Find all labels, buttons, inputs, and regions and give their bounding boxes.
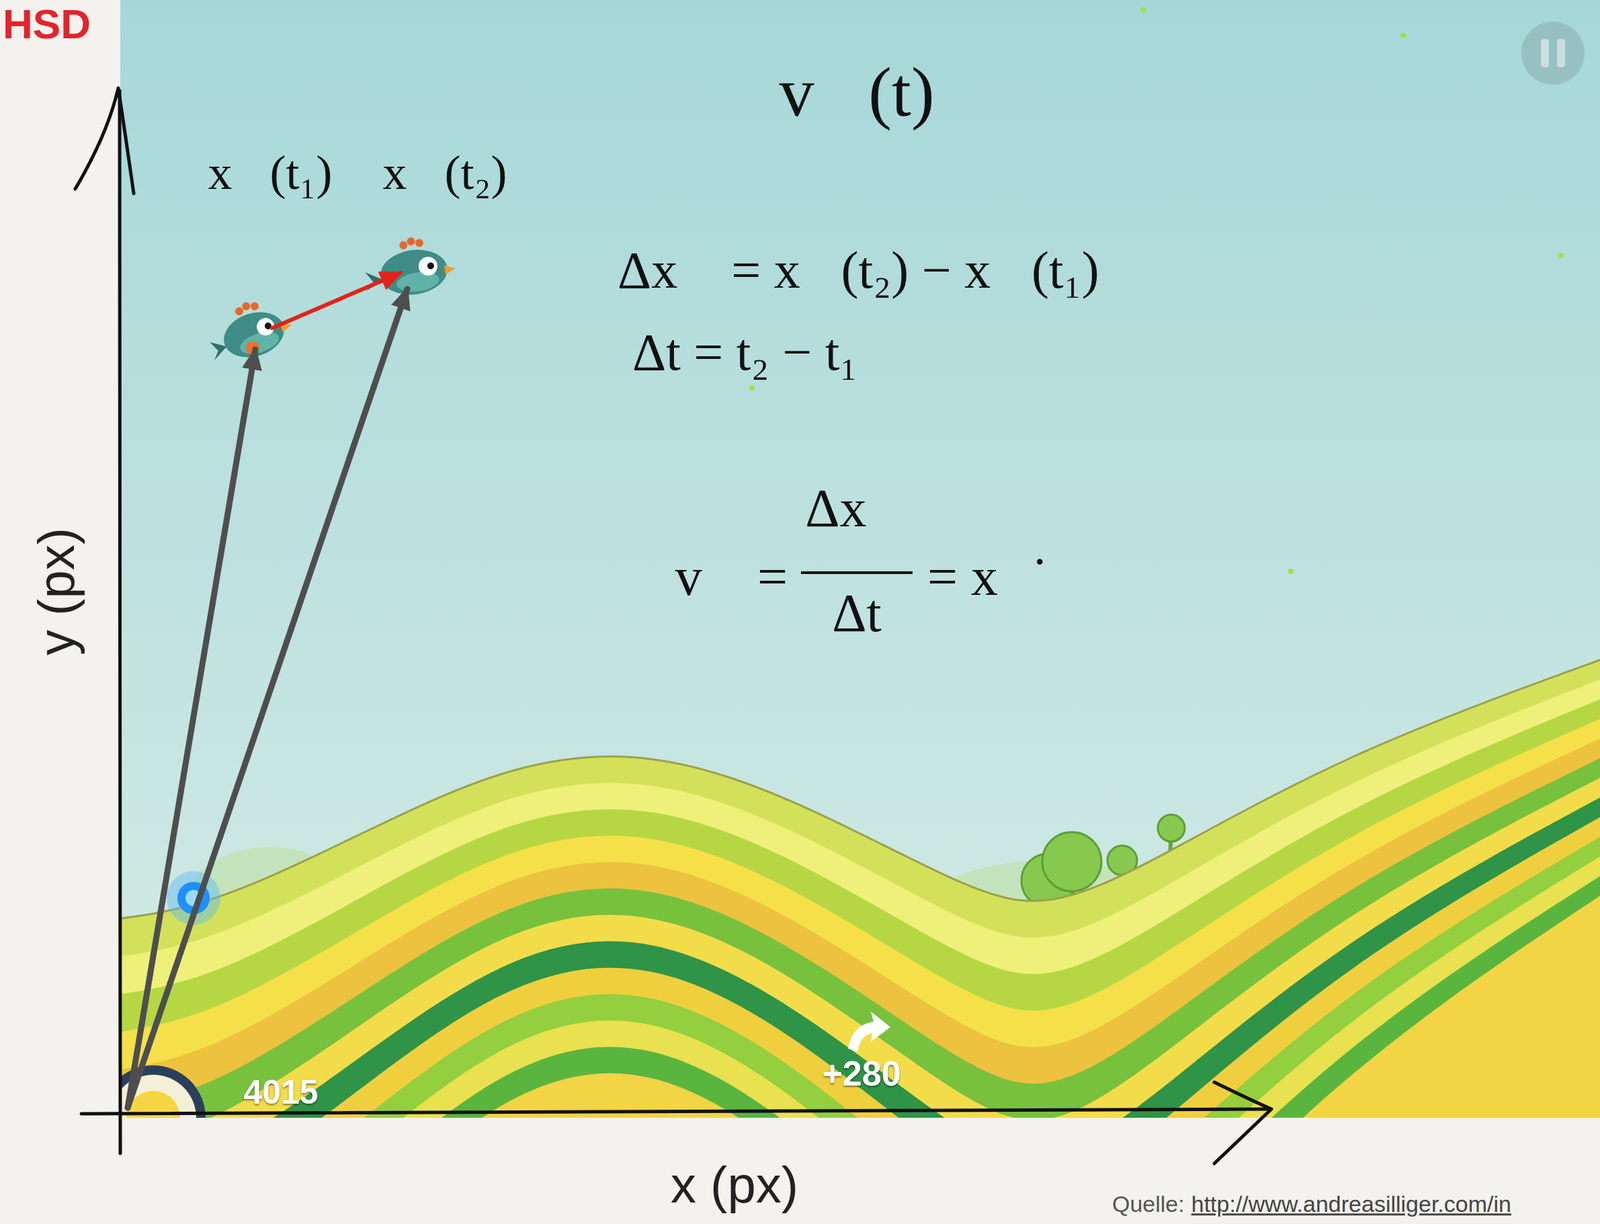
sparkle <box>1288 568 1294 574</box>
bird-1 <box>200 290 298 370</box>
pause-button <box>1521 21 1585 85</box>
equation: Δx⃗ = x⃗(t₂) − x⃗(t₁) <box>617 241 1100 300</box>
axis-label: x (px) <box>670 1156 799 1213</box>
crest-dot <box>249 301 260 312</box>
hill-stripe <box>120 887 1600 1118</box>
tree-crown <box>1042 831 1102 892</box>
bird-body <box>377 245 451 299</box>
slide-title: v⃗(t) <box>778 53 935 131</box>
axes <box>75 88 1272 1164</box>
logo: HSD <box>2 1 91 48</box>
bird-eye <box>417 255 439 277</box>
position-vector-1 <box>127 349 256 1108</box>
position-label: x⃗(t₂) <box>382 146 507 200</box>
bonus: +280 <box>821 1054 901 1093</box>
crest-dot <box>241 301 252 312</box>
position-label: x⃗(t₁) <box>207 146 332 200</box>
equation: Δt = t₂ − t₁ <box>632 323 859 382</box>
striped-hills <box>120 655 1600 1118</box>
fraction-numerator: Δx⃗ <box>805 478 909 538</box>
y-axis-head <box>75 88 134 194</box>
fraction-denominator: Δt <box>831 583 882 643</box>
flip-icon <box>848 1011 891 1052</box>
bird-beak <box>444 263 457 275</box>
position-vector-2 <box>127 288 408 1108</box>
crest-dot <box>406 236 416 246</box>
sparkle <box>1558 252 1564 259</box>
tree-crown <box>1157 814 1185 842</box>
sparkle <box>749 385 755 391</box>
bird-crest <box>233 298 260 316</box>
axis-label: y (px) <box>28 527 85 656</box>
pause-bar <box>1556 38 1566 68</box>
equation-part: = x⃗̇ <box>927 546 1040 607</box>
source-link: http://www.andreasilliger.com/in <box>1191 1191 1512 1217</box>
x-axis-head <box>1214 1081 1272 1164</box>
pause-bar <box>1540 38 1549 68</box>
bird-crest <box>398 235 425 250</box>
sparkle <box>1140 7 1146 13</box>
crest-dot <box>414 238 425 248</box>
source-label: Quelle: <box>1112 1191 1185 1217</box>
equation-part: v⃗ = <box>675 546 788 607</box>
vectors <box>127 272 408 1108</box>
fraction-bar <box>801 571 913 574</box>
score: 4015 <box>243 1073 318 1111</box>
sparkle <box>1400 32 1406 39</box>
y-axis <box>119 90 121 1154</box>
displacement-vector <box>272 272 401 328</box>
crest-dot <box>398 240 408 250</box>
bird-pupil <box>426 262 435 270</box>
game-screenshot <box>120 0 1600 1118</box>
